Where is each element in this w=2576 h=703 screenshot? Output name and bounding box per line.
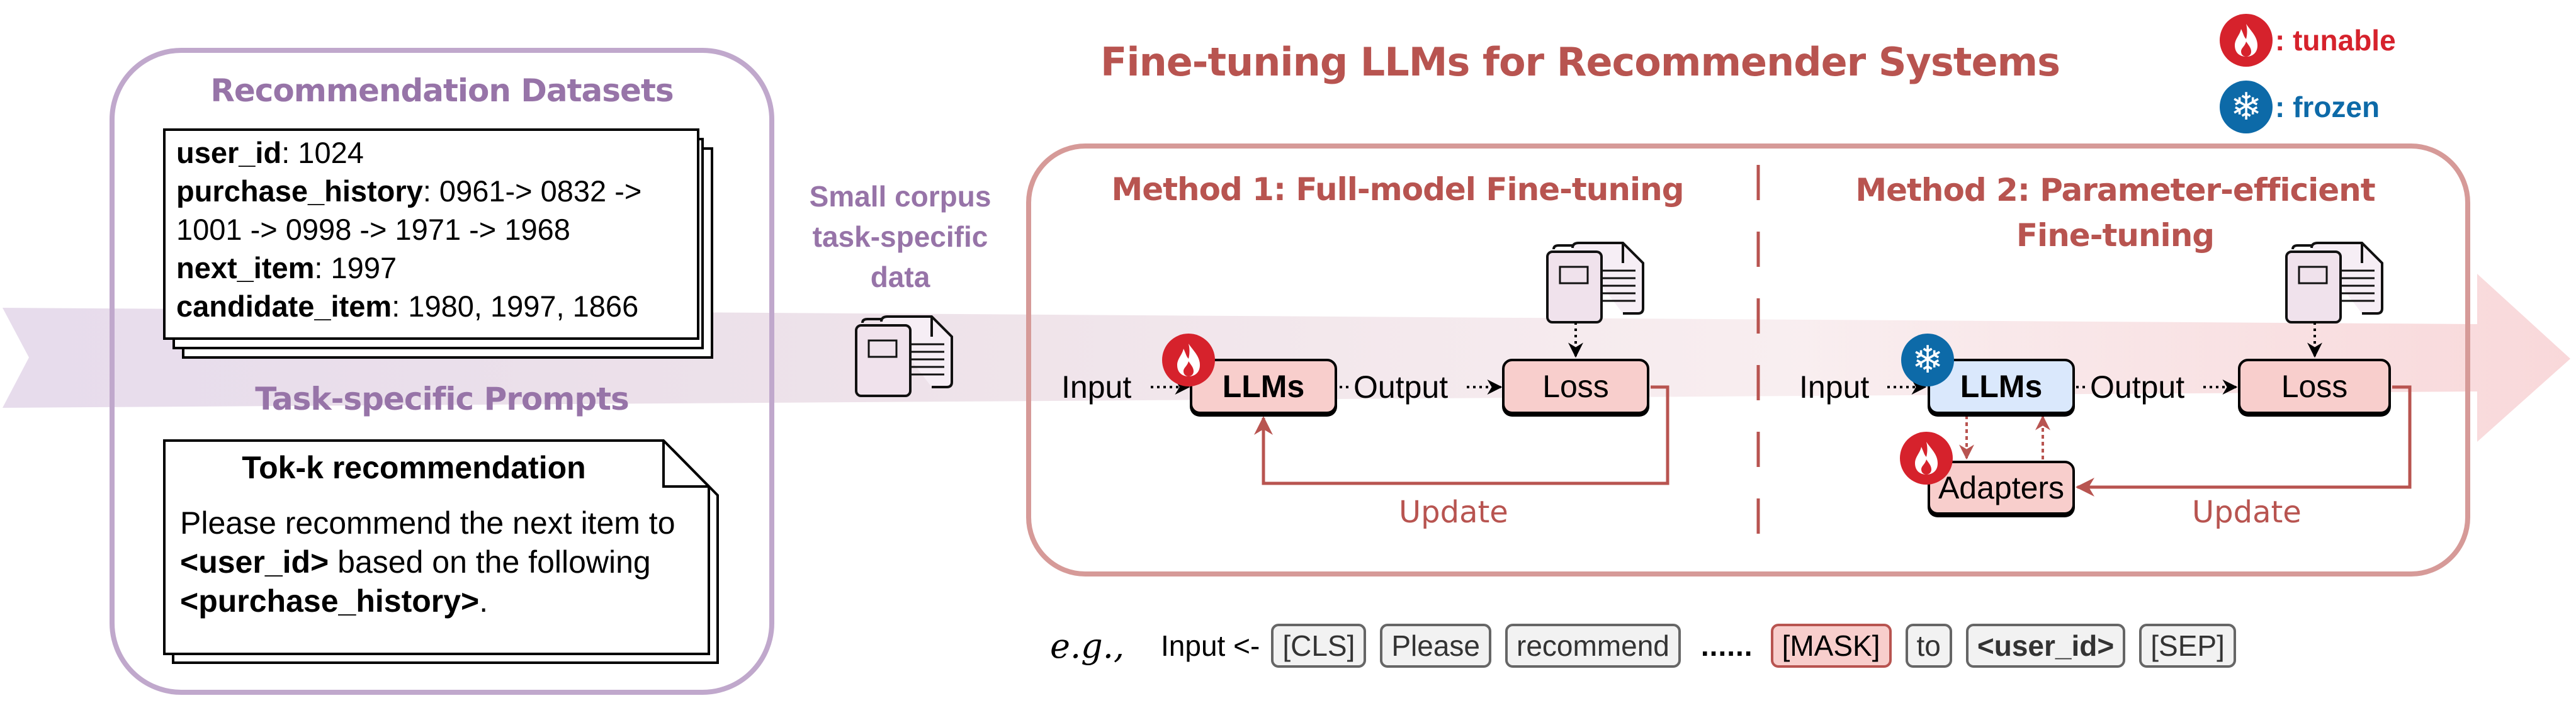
m2-adapters-flame-icon: [1900, 432, 1953, 485]
m1-output-label: Output: [1353, 369, 1449, 405]
prompt-line-3: <purchase_history>.: [180, 583, 489, 619]
m1-llm-node: LLMs: [1190, 359, 1337, 414]
record-user-id: user_id: 1024: [176, 136, 364, 169]
token: recommend: [1505, 624, 1681, 668]
record-purchase-history: purchase_history: 0961-> 0832 ->: [176, 174, 642, 208]
m2-llm-snowflake-icon: ❄: [1901, 334, 1954, 386]
m1-update-label: Update: [1399, 495, 1508, 530]
m1-loss-node: Loss: [1502, 359, 1649, 414]
method2-title: Method 2: Parameter-efficient Fine-tunin…: [1788, 167, 2443, 258]
record-candidate-item: candidate_item: 1980, 1997, 1866: [176, 290, 639, 323]
record-next-item: next_item: 1997: [176, 251, 397, 284]
example-prefix: e.g.,: [1050, 626, 1125, 666]
example-token-row: e.g., Input <- [CLS] Please recommend ..…: [1050, 622, 2250, 670]
m1-input-label: Input: [1061, 369, 1132, 405]
method2-title-line-2: Fine-tuning: [2016, 217, 2215, 254]
m2-update-label: Update: [2192, 495, 2302, 530]
methods-panel-border: [1026, 143, 2470, 576]
corpus-label-line-2: task-specific: [812, 220, 988, 253]
dataset-record: user_id: 1024 purchase_history: 0961-> 0…: [176, 133, 699, 325]
m2-llm-node: LLMs: [1928, 359, 2075, 414]
document-icon: [855, 315, 953, 397]
method2-title-line-1: Method 2: Parameter-efficient: [1855, 172, 2375, 208]
m2-update-loop: [2076, 385, 2412, 497]
dataset-document-stack: [163, 128, 713, 359]
legend-tunable: : tunable: [2220, 14, 2396, 67]
m2-adapters-node: Adapters: [1928, 461, 2075, 515]
method1-title: Method 1: Full-model Fine-tuning: [1111, 171, 1684, 208]
token: [CLS]: [1271, 624, 1367, 668]
snowflake-icon: ❄: [2220, 81, 2273, 133]
legend-frozen: ❄ : frozen: [2220, 81, 2380, 133]
corpus-label: Small corpus task-specific data: [781, 176, 1020, 297]
corpus-label-line-3: data: [870, 261, 930, 293]
left-panel-border: [110, 48, 774, 695]
corpus-label-line-1: Small corpus: [809, 180, 991, 213]
token: to: [1905, 624, 1952, 668]
m2-output-label: Output: [2090, 369, 2185, 405]
token: Please: [1380, 624, 1492, 668]
prompt-document: [163, 439, 719, 664]
token-user-id: <user_id>: [1965, 624, 2126, 668]
m2-input-label: Input: [1799, 369, 1870, 405]
token-mask: [MASK]: [1770, 624, 1892, 668]
prompt-body: Please recommend the next item to <user_…: [180, 503, 709, 621]
method1-data-icon: [1546, 242, 1644, 323]
m2-loss-node: Loss: [2238, 359, 2391, 414]
prompt-line-2: <user_id> based on the following: [180, 544, 651, 580]
flame-icon: [2220, 14, 2273, 67]
main-title: Fine-tuning LLMs for Recommender Systems: [1100, 39, 2060, 85]
token: [SEP]: [2139, 624, 2236, 668]
prompt-title: Tok-k recommendation: [242, 450, 586, 485]
prompts-title: Task-specific Prompts: [255, 381, 630, 417]
m1-update-loop: [1254, 385, 1669, 485]
token-ellipsis: ......: [1700, 629, 1753, 662]
example-input-label: Input <-: [1161, 629, 1260, 662]
prompt-line-1: Please recommend the next item to: [180, 505, 675, 541]
legend-frozen-label: : frozen: [2275, 91, 2380, 123]
m1-llm-flame-icon: [1162, 334, 1215, 386]
datasets-title: Recommendation Datasets: [210, 72, 674, 109]
legend-tunable-label: : tunable: [2275, 24, 2396, 57]
record-purchase-history-cont: 1001 -> 0998 -> 1971 -> 1968: [176, 213, 570, 246]
